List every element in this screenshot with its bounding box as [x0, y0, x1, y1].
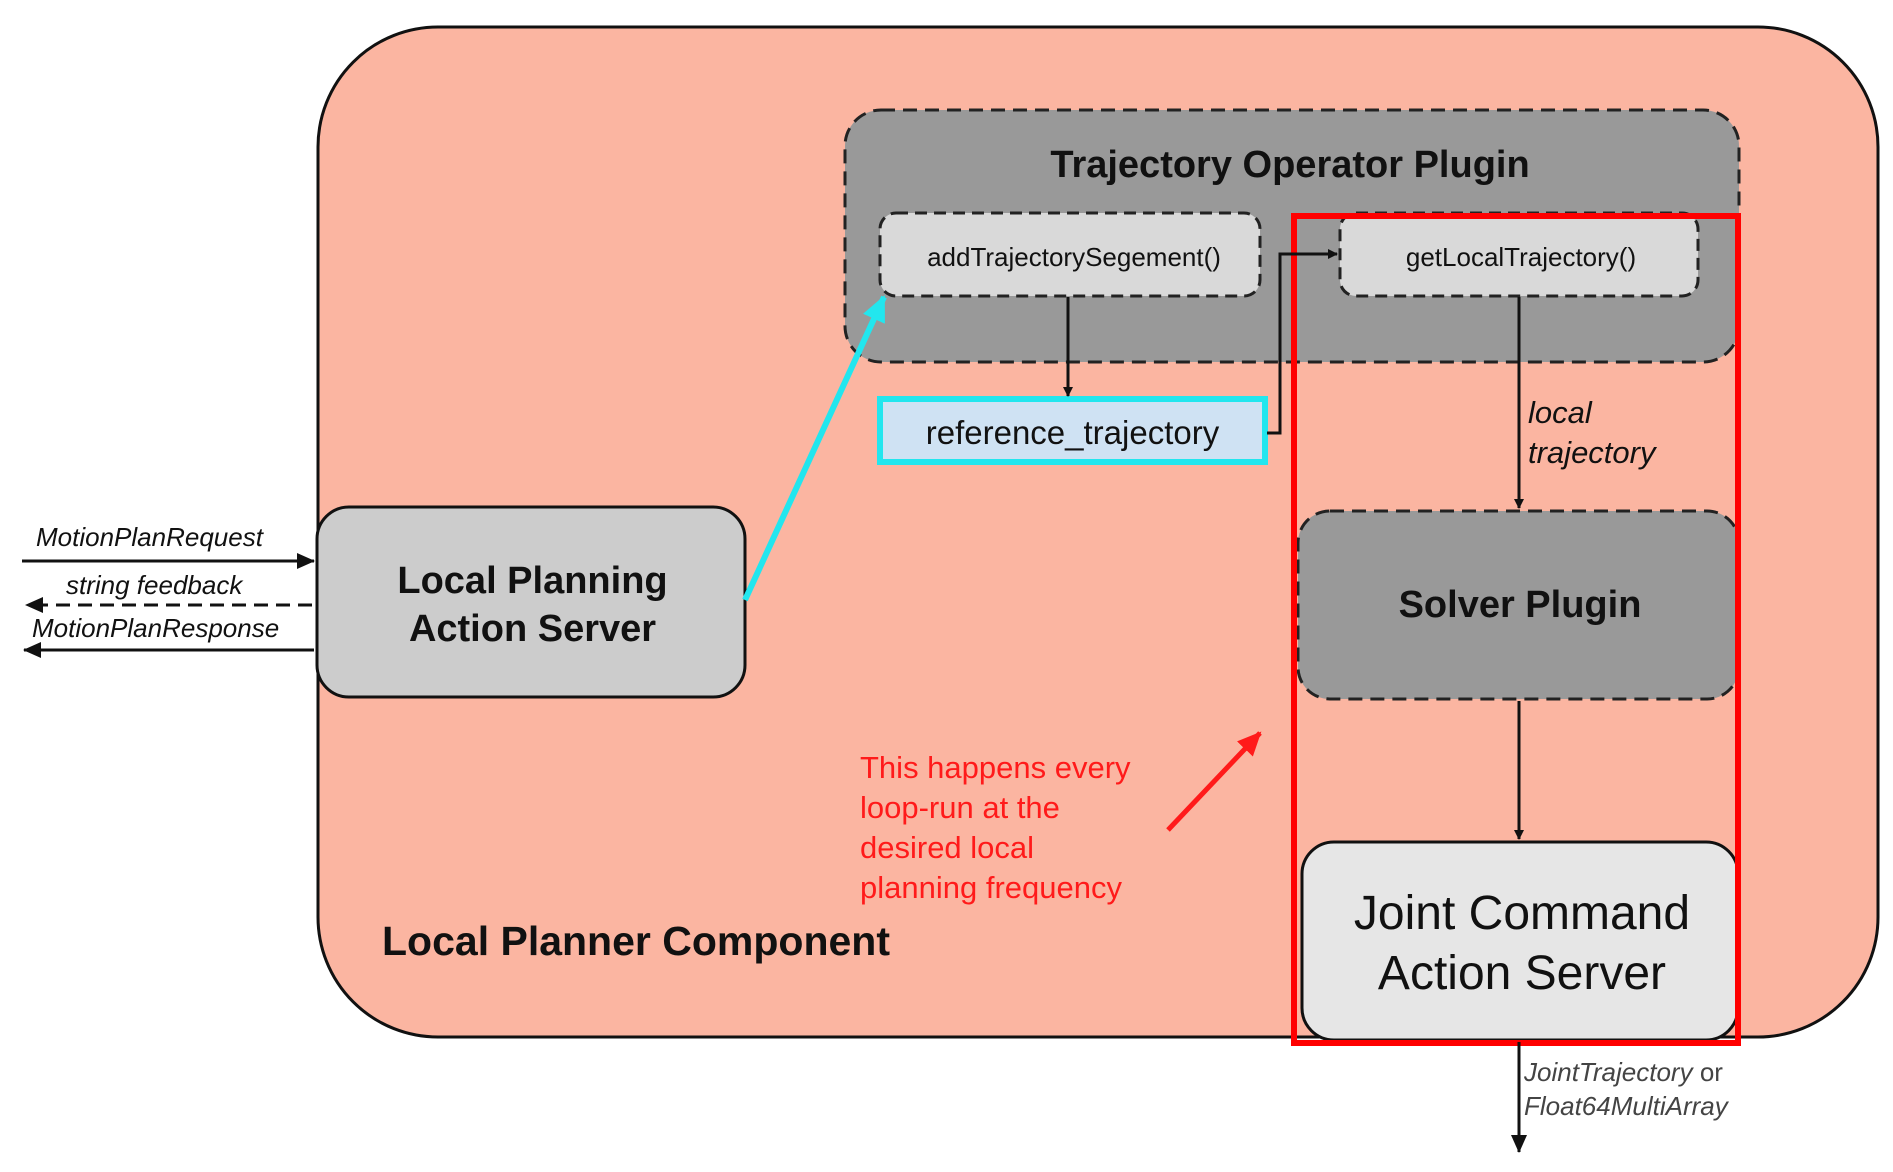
- note-arrow: [1166, 731, 1262, 832]
- loop-highlight-box: [1291, 213, 1741, 1046]
- output-or: or: [1699, 1057, 1723, 1087]
- local-planning-action-server-label: Local Planning Action Server: [397, 560, 668, 650]
- reference-trajectory-box: [877, 396, 1268, 465]
- output-type-b: Float64MultiArray: [1524, 1091, 1728, 1121]
- reference-to-get-local-arrow: [1267, 249, 1338, 435]
- cyan-highlight-arrow: [742, 295, 887, 602]
- motion-plan-response-label: MotionPlanResponse: [32, 613, 280, 643]
- add-trajectory-segment-box: [878, 211, 1262, 298]
- trajectory-operator-plugin-title: Trajectory Operator Plugin: [1050, 143, 1530, 186]
- local-trajectory-edge-label: local trajectory: [1528, 395, 1656, 470]
- output-type-label: JointTrajectory or Float64MultiArray: [1524, 1055, 1884, 1131]
- motion-plan-request-label: MotionPlanRequest: [36, 522, 263, 552]
- reference-trajectory-label: reference_trajectory: [925, 414, 1220, 451]
- output-type-a: JointTrajectory: [1524, 1057, 1693, 1087]
- local-planner-component-title: Local Planner Component: [382, 918, 890, 964]
- local-planning-action-server-box: [315, 505, 747, 699]
- loop-note-text: This happens every loop-run at the desir…: [860, 750, 1131, 905]
- joint-command-action-server-label: Joint Command Action Server: [1353, 887, 1691, 1000]
- solver-plugin-label: Solver Plugin: [1398, 583, 1642, 626]
- get-local-trajectory-label: getLocalTrajectory(): [1405, 241, 1637, 272]
- add-trajectory-segment-label: addTrajectorySegement(): [927, 241, 1221, 272]
- string-feedback-label: string feedback: [66, 570, 243, 600]
